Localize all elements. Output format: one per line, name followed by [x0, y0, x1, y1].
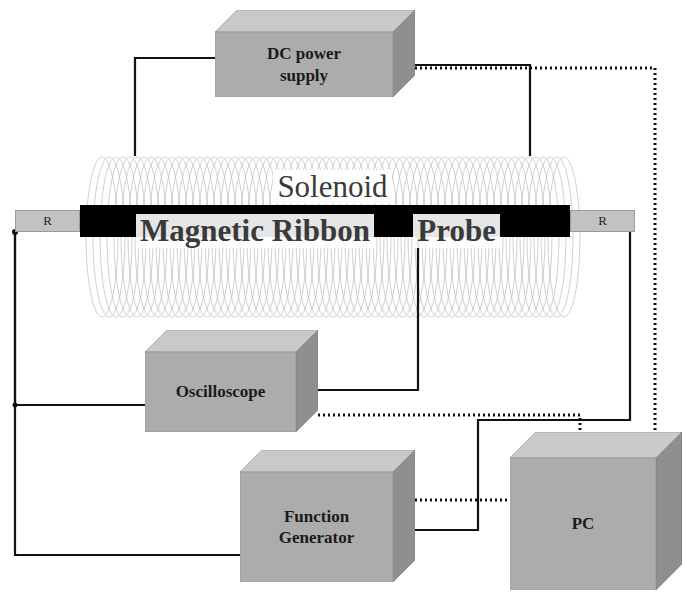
coil-winding	[499, 157, 531, 317]
node-label: PC	[572, 513, 595, 534]
coil-winding	[520, 157, 552, 317]
node-label: Solenoid	[273, 170, 391, 204]
box-3d-outline	[145, 330, 318, 432]
power-supply-box: DC power supply	[215, 10, 415, 97]
function-generator-box: Function Generator	[240, 450, 415, 582]
coil-winding	[100, 157, 132, 317]
box-3d-outline	[510, 432, 682, 590]
signal-wire	[15, 232, 145, 405]
solenoid: SolenoidMagnetic Ribbon Probe	[95, 150, 570, 320]
node-label: R	[598, 213, 607, 229]
coil-winding	[86, 157, 118, 317]
coil-winding	[513, 157, 545, 317]
box-face: Function Generator	[240, 472, 393, 582]
signal-wire	[135, 58, 215, 156]
oscilloscope-box: Oscilloscope	[145, 330, 318, 432]
data-link	[415, 68, 655, 432]
node-label: R	[43, 213, 52, 229]
box-face: Oscilloscope	[145, 352, 296, 432]
coil-winding	[534, 157, 566, 317]
node-label: Magnetic Ribbon	[136, 214, 374, 248]
node-label: DC power supply	[245, 43, 363, 86]
coil-winding	[527, 157, 559, 317]
resistor-box: R	[15, 210, 80, 232]
magnetic-ribbon: Magnetic RibbonProbe	[80, 205, 570, 237]
signal-wire	[318, 237, 418, 390]
box-face: PC	[510, 458, 656, 590]
coil-winding	[548, 157, 580, 317]
signal-wire	[415, 65, 530, 156]
box-face: DC power supply	[215, 32, 393, 97]
coil-winding	[506, 157, 538, 317]
data-link	[415, 499, 510, 502]
node-label: Oscilloscope	[176, 381, 266, 402]
coil-winding	[93, 157, 125, 317]
coil-winding	[541, 157, 573, 317]
resistor-box: R	[570, 210, 635, 232]
pc-box: PC	[510, 432, 682, 590]
coil-windings	[86, 157, 580, 317]
coil-winding	[107, 157, 139, 317]
node-label: Probe	[413, 214, 500, 248]
node-label: Function Generator	[261, 506, 373, 549]
